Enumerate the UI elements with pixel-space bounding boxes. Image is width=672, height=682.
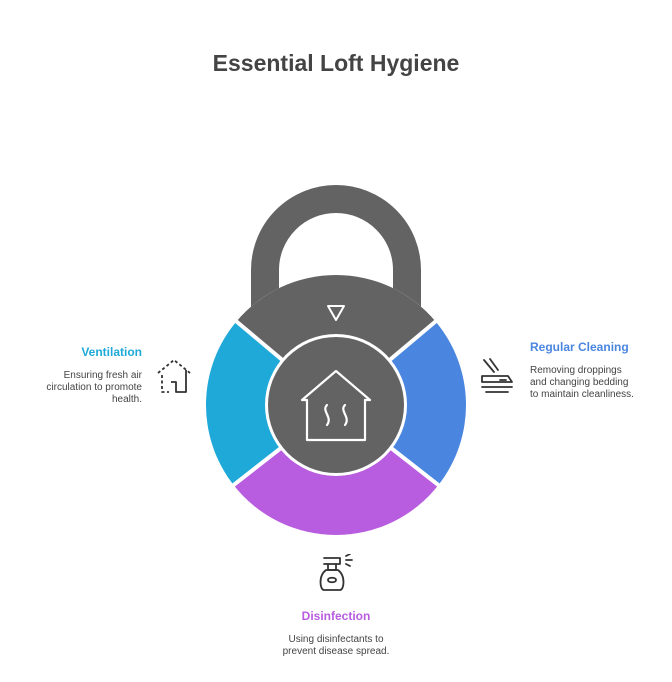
segment-separator bbox=[230, 445, 284, 488]
segment-ventilation bbox=[206, 321, 284, 486]
regular-cleaning-description: Removing droppings and changing bedding … bbox=[530, 365, 634, 400]
padlock-shackle bbox=[251, 185, 421, 310]
house-dashed-icon bbox=[157, 359, 191, 393]
lock-center-circle bbox=[268, 337, 404, 473]
ventilation-description: Ensuring fresh air circulation to promot… bbox=[46, 370, 142, 405]
ventilation-label: Ventilation bbox=[81, 345, 142, 359]
home-heat-icon bbox=[300, 369, 372, 442]
disinfection-description: Using disinfectants to prevent disease s… bbox=[282, 634, 390, 657]
segment-separator bbox=[386, 318, 439, 363]
segment-separator bbox=[233, 318, 286, 363]
cleaning-brush-icon bbox=[481, 358, 513, 393]
regular-cleaning-label: Regular Cleaning bbox=[530, 340, 629, 354]
segment-separator bbox=[388, 445, 442, 488]
disinfection-label: Disinfection bbox=[301, 609, 371, 623]
segment-regular-cleaning bbox=[388, 321, 466, 486]
diagram-title: Essential Loft Hygiene bbox=[212, 50, 460, 76]
segment-disinfection bbox=[233, 446, 439, 535]
triangle-down-icon bbox=[327, 305, 345, 321]
spray-bottle-icon bbox=[319, 554, 353, 591]
